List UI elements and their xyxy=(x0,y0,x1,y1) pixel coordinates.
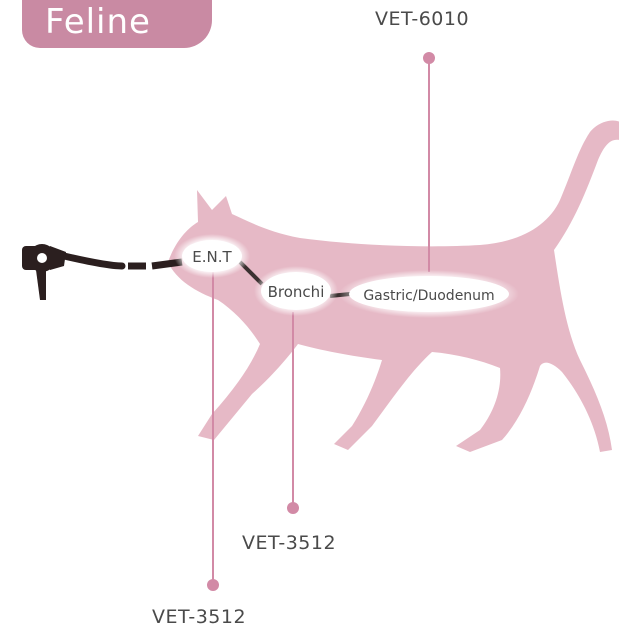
region-label-ent: E.N.T xyxy=(192,248,232,266)
model-label-bottom: VET-3512 xyxy=(152,606,246,628)
region-bubble-ent: E.N.T xyxy=(174,234,250,278)
species-badge-label: Feline xyxy=(45,2,151,42)
model-label-top: VET-6010 xyxy=(375,8,469,30)
region-bubble-gastric: Gastric/Duodenum xyxy=(339,270,519,318)
region-label-bronchi: Bronchi xyxy=(268,283,325,301)
endoscope-handle-icon xyxy=(22,244,66,300)
endoscope-tube xyxy=(64,256,182,266)
region-label-gastric: Gastric/Duodenum xyxy=(363,288,494,304)
region-bubble-bronchi: Bronchi xyxy=(254,266,338,316)
model-label-middle: VET-3512 xyxy=(242,532,336,554)
